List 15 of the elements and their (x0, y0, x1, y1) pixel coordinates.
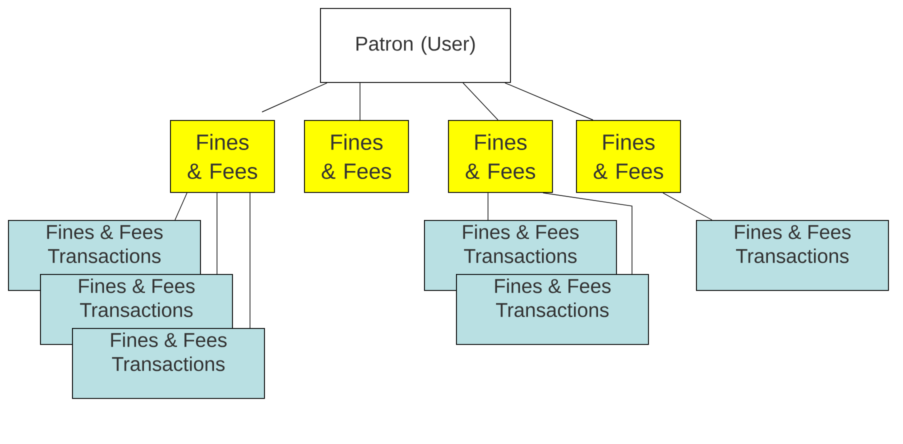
person-box: Patron (User) (320, 8, 511, 83)
connector-line (262, 82, 328, 112)
category-box: Fines & Fees (170, 120, 275, 193)
category-box: Fines & Fees (576, 120, 681, 193)
connector-line (216, 192, 218, 274)
connector-line (662, 192, 712, 220)
category-box: Fines & Fees (448, 120, 553, 193)
connector-line (542, 192, 632, 274)
category-box: Fines & Fees (304, 120, 409, 193)
connector-line (174, 192, 188, 220)
connector-line (462, 82, 498, 120)
transaction-box: Fines & Fees Transactions (72, 328, 265, 399)
transaction-box: Fines & Fees Transactions (696, 220, 889, 291)
transaction-box: Fines & Fees Transactions (456, 274, 649, 345)
connector-line (504, 82, 594, 120)
